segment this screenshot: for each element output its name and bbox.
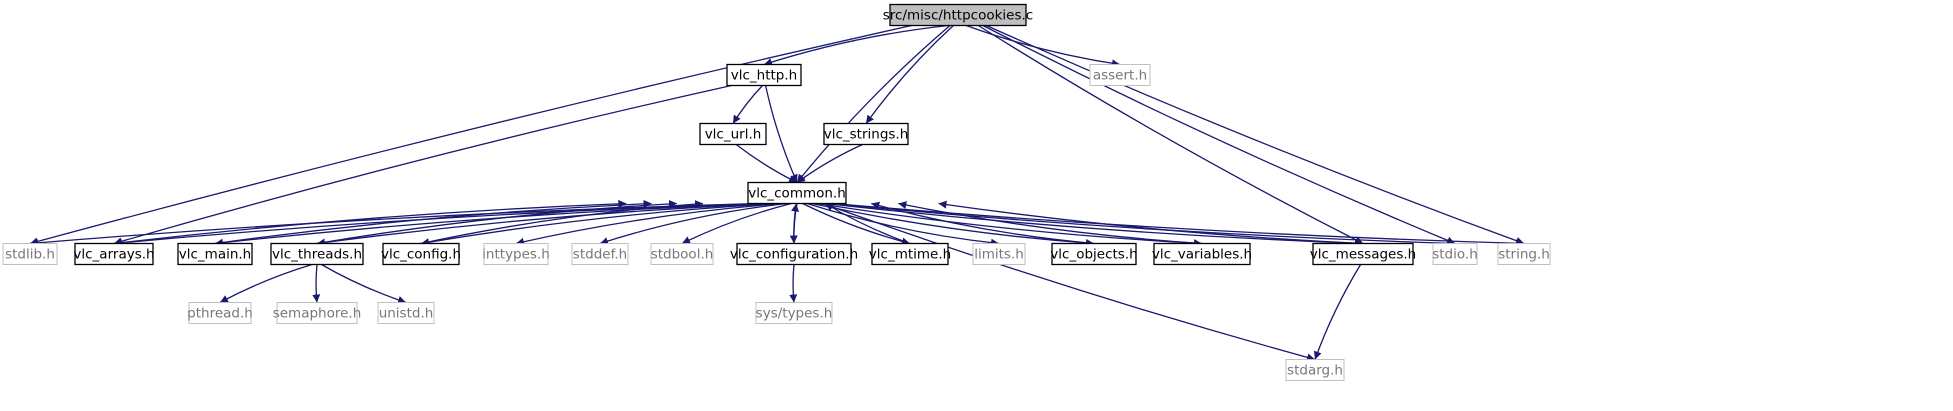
edge-vlc_common-to-inttypes — [515, 202, 784, 246]
edge-vlc_main-to-vlc_common — [214, 199, 652, 245]
edge-vlc_common-to-vlc_config — [420, 202, 779, 247]
node-vlc-http[interactable]: vlc_http.h — [726, 63, 802, 87]
node-string: string.h — [1497, 243, 1551, 265]
node-label: vlc_main.h — [179, 247, 252, 263]
edge-vlc_common-to-vlc_mtime — [802, 202, 911, 246]
node-vlc-threads[interactable]: vlc_threads.h — [270, 242, 364, 266]
node-label: stddef.h — [573, 247, 627, 263]
node-vlc-messages[interactable]: vlc_messages.h — [1310, 242, 1416, 266]
edge-vlc_threads-to-semaphore — [312, 264, 321, 303]
node-vlc-common[interactable]: vlc_common.h — [747, 181, 847, 205]
node-label: vlc_arrays.h — [73, 247, 154, 263]
edge-vlc_objects-to-vlc_common — [871, 201, 1095, 245]
node-label: semaphore.h — [273, 306, 362, 322]
edge-vlc_common-to-vlc_objects — [811, 202, 1095, 247]
node-label: stdarg.h — [1287, 363, 1343, 379]
edge-root-to-assert — [965, 24, 1121, 68]
edge-vlc_config-to-vlc_common — [420, 200, 704, 245]
edge-root-to-string — [986, 24, 1525, 245]
node-unistd: unistd.h — [377, 302, 435, 324]
edge-root-to-vlc_messages — [977, 24, 1364, 245]
edge-vlc_common-to-stdio — [829, 202, 1456, 248]
node-vlc-strings[interactable]: vlc_strings.h — [823, 122, 909, 146]
node-stddef: stddef.h — [571, 243, 629, 265]
node-limits: limits.h — [972, 243, 1026, 265]
edge-vlc_common-to-stdbool — [681, 202, 792, 245]
node-vlc-configuration[interactable]: vlc_configuration.h — [730, 242, 858, 266]
edge-root-to-stdio — [982, 24, 1456, 245]
node-semaphore: semaphore.h — [273, 302, 362, 324]
edge-vlc_messages-to-stdarg — [1313, 264, 1362, 360]
edge-vlc_http-to-vlc_arrays — [113, 84, 732, 246]
node-root[interactable]: src/misc/httpcookies.c — [883, 3, 1033, 27]
node-label: vlc_messages.h — [1310, 247, 1416, 263]
node-assert: assert.h — [1089, 64, 1151, 86]
edge-vlc_http-to-vlc_url — [732, 85, 763, 124]
node-stdbool: stdbool.h — [650, 243, 714, 265]
edge-vlc_configuration-to-vlc_common — [791, 203, 799, 244]
node-vlc-arrays[interactable]: vlc_arrays.h — [73, 242, 155, 266]
edge-vlc_http-to-vlc_common — [764, 85, 798, 183]
node-label: assert.h — [1093, 68, 1147, 84]
edge-vlc_messages-to-vlc_common — [938, 200, 1364, 245]
node-stdlib: stdlib.h — [2, 243, 58, 265]
edge-vlc_threads-to-pthread — [219, 263, 313, 304]
node-vlc-variables[interactable]: vlc_variables.h — [1152, 242, 1252, 266]
node-label: stdbool.h — [651, 247, 714, 263]
node-label: string.h — [1498, 247, 1550, 263]
node-label: vlc_strings.h — [824, 127, 909, 143]
edge-root-to-vlc_http — [763, 24, 949, 66]
node-vlc-mtime[interactable]: vlc_mtime.h — [869, 242, 951, 266]
node-sys-types: sys/types.h — [755, 302, 833, 324]
node-label: inttypes.h — [482, 247, 550, 263]
edge-vlc_common-to-stdlib — [29, 202, 759, 247]
edge-vlc_common-to-vlc_variables — [817, 202, 1203, 248]
edge-vlc_configuration-to-sys_types — [789, 264, 798, 303]
node-label: vlc_variables.h — [1152, 247, 1252, 263]
edge-vlc_threads-to-unistd — [321, 263, 407, 304]
node-inttypes: inttypes.h — [482, 243, 550, 265]
node-label: pthread.h — [187, 306, 253, 322]
node-label: vlc_threads.h — [272, 247, 362, 263]
node-label: vlc_common.h — [748, 186, 846, 202]
edge-root-to-vlc_strings — [865, 25, 954, 124]
node-vlc-url[interactable]: vlc_url.h — [699, 122, 767, 146]
node-label: vlc_http.h — [731, 68, 797, 84]
edge-vlc_threads-to-vlc_common — [316, 199, 678, 245]
node-label: vlc_objects.h — [1050, 247, 1137, 263]
edges-layer — [29, 24, 1525, 362]
node-label: vlc_config.h — [381, 247, 461, 263]
edge-vlc_common-to-string — [833, 202, 1525, 248]
node-pthread: pthread.h — [187, 302, 253, 324]
edge-root-to-stdlib — [29, 24, 912, 246]
edge-vlc_arrays-to-vlc_common — [113, 199, 627, 245]
node-vlc-objects[interactable]: vlc_objects.h — [1050, 242, 1138, 266]
node-stdio: stdio.h — [1432, 243, 1478, 265]
node-vlc-main[interactable]: vlc_main.h — [177, 242, 253, 266]
node-vlc-config[interactable]: vlc_config.h — [381, 242, 461, 266]
node-stdarg: stdarg.h — [1285, 359, 1345, 381]
edge-vlc_common-to-stdarg — [822, 202, 1316, 362]
node-label: sys/types.h — [756, 306, 833, 322]
edge-vlc_common-to-stddef — [599, 202, 788, 245]
node-label: vlc_url.h — [705, 127, 762, 143]
node-label: vlc_configuration.h — [730, 247, 858, 263]
node-label: src/misc/httpcookies.c — [883, 8, 1033, 24]
edge-vlc_mtime-to-vlc_common — [824, 202, 911, 245]
node-label: stdio.h — [1432, 247, 1478, 263]
node-label: vlc_mtime.h — [869, 247, 951, 263]
nodes-layer: src/misc/httpcookies.c vlc_http.h assert.h… — [2, 3, 1551, 381]
edge-vlc_variables-to-vlc_common — [898, 201, 1203, 245]
edge-vlc_url-to-vlc_common — [735, 143, 798, 184]
node-label: limits.h — [974, 247, 1024, 263]
node-label: stdlib.h — [5, 247, 55, 263]
edge-root-to-vlc_common — [796, 25, 951, 183]
node-label: unistd.h — [379, 306, 434, 322]
edge-vlc_strings-to-vlc_common — [796, 143, 863, 184]
edge-vlc_common-to-vlc_threads — [316, 202, 774, 247]
